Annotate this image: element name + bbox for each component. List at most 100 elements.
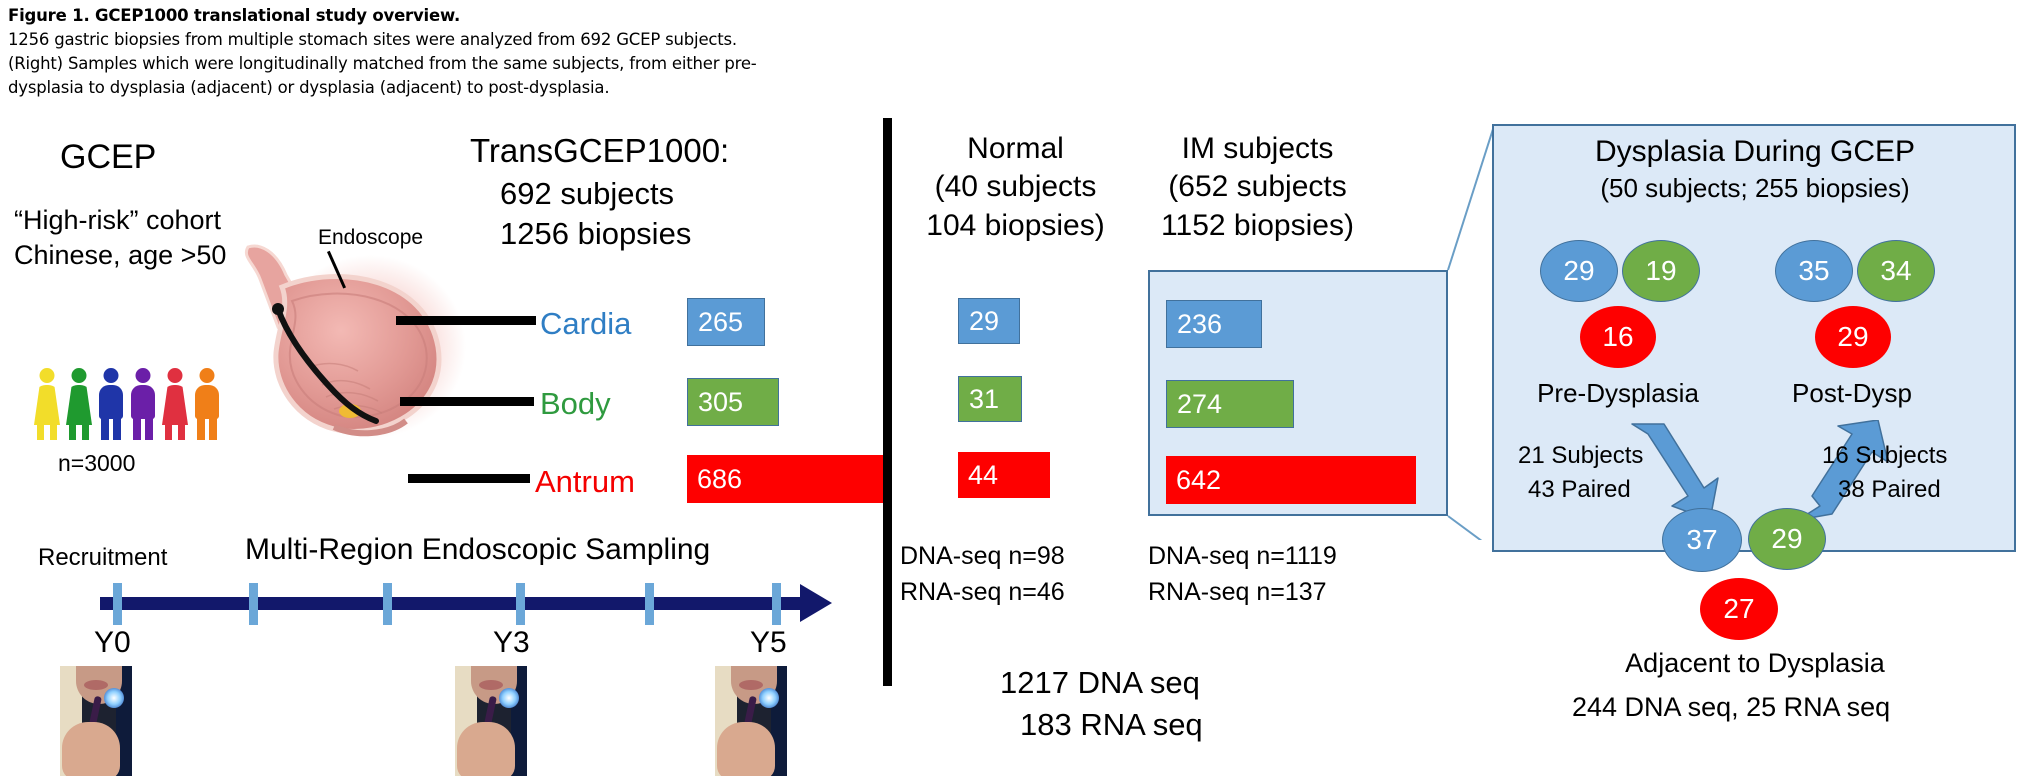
site-label-cardia: Cardia xyxy=(540,306,632,341)
bar-value: 29 xyxy=(969,305,1000,336)
normal-heading-line-2: (40 subjects xyxy=(934,170,1097,204)
person-icon xyxy=(96,368,126,440)
person-icon xyxy=(64,368,94,440)
arrow-adjacent-to-post-icon xyxy=(1797,420,1889,521)
timeline-year-label-y0: Y0 xyxy=(94,626,131,659)
gcep-cohort-title: GCEP xyxy=(60,138,157,176)
im-heading-line-2: (652 subjects xyxy=(1168,170,1347,204)
timeline-sampling-label: Multi-Region Endoscopic Sampling xyxy=(245,533,711,566)
bar-im-cardia: 236 xyxy=(1166,300,1262,348)
ellipse-value: 27 xyxy=(1723,593,1755,624)
ellipse-value: 16 xyxy=(1602,321,1634,352)
cohort-people-icons xyxy=(32,358,232,440)
normal-heading-line-1: Normal xyxy=(967,132,1064,165)
ellipse-adjacent-body: 29 xyxy=(1748,508,1826,570)
body-leader-line xyxy=(400,397,534,406)
ellipse-value: 29 xyxy=(1771,523,1803,554)
timeline-year-label-y3: Y3 xyxy=(493,626,530,659)
bar-all-cardia: 265 xyxy=(687,298,765,346)
trans-gcep-biopsies: 1256 biopsies xyxy=(500,216,692,251)
timeline-tick xyxy=(516,583,525,625)
ellipse-pre-antrum: 16 xyxy=(1580,306,1656,368)
panel-connector-lines xyxy=(1447,125,1495,540)
bar-value: 305 xyxy=(698,386,744,417)
ellipse-value: 35 xyxy=(1798,255,1830,286)
caption-line-2: (Right) Samples which were longitudinall… xyxy=(8,53,757,73)
antrum-leader-line xyxy=(408,474,530,483)
bar-normal-body: 31 xyxy=(958,376,1022,422)
ellipse-post-body: 34 xyxy=(1857,240,1935,302)
ellipse-value: 34 xyxy=(1880,255,1912,286)
site-label-antrum: Antrum xyxy=(535,464,635,499)
im-column-heading: IM subjects (652 subjects 1152 biopsies) xyxy=(1135,130,1380,245)
bar-value: 274 xyxy=(1177,388,1223,419)
timeline-tick xyxy=(249,583,258,625)
dysplasia-panel-title: Dysplasia During GCEP xyxy=(1594,135,1916,168)
im-heading-line-1: IM subjects xyxy=(1181,132,1334,165)
bar-normal-cardia: 29 xyxy=(958,298,1020,344)
ellipse-pre-cardia: 29 xyxy=(1540,240,1618,302)
bar-value: 642 xyxy=(1176,464,1222,495)
bar-all-antrum: 686 xyxy=(687,455,883,503)
total-rna-seq: 183 RNA seq xyxy=(1020,707,1203,742)
ellipse-post-cardia: 35 xyxy=(1775,240,1853,302)
bar-all-body: 305 xyxy=(687,378,779,426)
cohort-description-line-1: “High-risk” cohort xyxy=(14,205,222,235)
endoscopy-photo-y5 xyxy=(715,666,787,776)
panel-divider xyxy=(883,118,892,686)
person-icon xyxy=(192,368,222,440)
ellipse-adjacent-cardia: 37 xyxy=(1662,508,1742,572)
timeline-tick xyxy=(645,583,654,625)
adjacent-to-post-subjects: 16 Subjects xyxy=(1822,442,1948,469)
bar-im-antrum: 642 xyxy=(1166,456,1416,504)
bar-value: 686 xyxy=(697,463,743,494)
timeline-arrowhead-icon xyxy=(800,584,832,622)
cohort-description-line-2: Chinese, age >50 xyxy=(14,240,227,270)
bar-value: 265 xyxy=(698,306,744,337)
caption-line-1: 1256 gastric biopsies from multiple stom… xyxy=(8,29,737,49)
person-icon xyxy=(128,368,158,440)
adjacent-to-post-paired: 38 Paired xyxy=(1838,476,1941,503)
dysplasia-panel xyxy=(1492,124,2016,552)
normal-heading-line-3: 104 biopsies) xyxy=(926,208,1105,242)
dysplasia-panel-subtitle: (50 subjects; 255 biopsies) xyxy=(1600,173,1910,203)
cardia-leader-line xyxy=(396,316,536,325)
ellipse-value: 29 xyxy=(1837,321,1869,352)
stomach-illustration xyxy=(245,244,466,439)
im-heading-line-3: 1152 biopsies) xyxy=(1161,208,1354,242)
bar-value: 31 xyxy=(969,383,1000,414)
ellipse-post-antrum: 29 xyxy=(1815,306,1891,368)
timeline-year-label-y5: Y5 xyxy=(750,626,787,659)
bar-value: 44 xyxy=(968,459,999,490)
figure-caption: Figure 1. GCEP1000 translational study o… xyxy=(8,4,908,100)
arrow-pre-to-adjacent-icon xyxy=(1631,423,1719,521)
ellipse-value: 37 xyxy=(1686,524,1718,555)
timeline-tick xyxy=(383,583,392,625)
ellipse-value: 29 xyxy=(1563,255,1595,286)
im-dna-seq-count: DNA-seq n=1119 xyxy=(1148,542,1337,570)
endoscopy-photo-y3 xyxy=(455,666,527,776)
normal-column-heading: Normal (40 subjects 104 biopsies) xyxy=(898,130,1133,245)
timeline-tick xyxy=(772,583,781,625)
trans-gcep-title: TransGCEP1000: xyxy=(470,132,730,169)
adjacent-to-dysplasia-label: Adjacent to Dysplasia xyxy=(1625,648,1885,678)
pre-dysplasia-label: Pre-Dysplasia xyxy=(1537,378,1699,408)
normal-rna-seq-count: RNA-seq n=46 xyxy=(900,578,1065,606)
timeline-recruitment-label: Recruitment xyxy=(38,544,168,571)
cohort-sample-size: n=3000 xyxy=(58,450,136,476)
dysplasia-panel-footer: 244 DNA seq, 25 RNA seq xyxy=(1572,692,1891,722)
ellipse-adjacent-antrum: 27 xyxy=(1700,578,1778,640)
bar-im-body: 274 xyxy=(1166,380,1294,428)
ellipse-value: 19 xyxy=(1645,255,1677,286)
caption-line-3: dysplasia to dysplasia (adjacent) or dys… xyxy=(8,77,610,97)
total-dna-seq: 1217 DNA seq xyxy=(1000,665,1200,700)
endoscopy-photo-y0 xyxy=(60,666,132,776)
ellipse-pre-body: 19 xyxy=(1622,240,1700,302)
timeline-axis xyxy=(100,597,805,610)
normal-dna-seq-count: DNA-seq n=98 xyxy=(900,542,1065,570)
bar-value: 236 xyxy=(1177,308,1223,339)
trans-gcep-subjects: 692 subjects xyxy=(500,176,675,211)
pre-to-adjacent-subjects: 21 Subjects xyxy=(1518,442,1644,469)
caption-title: Figure 1. GCEP1000 translational study o… xyxy=(8,6,461,25)
